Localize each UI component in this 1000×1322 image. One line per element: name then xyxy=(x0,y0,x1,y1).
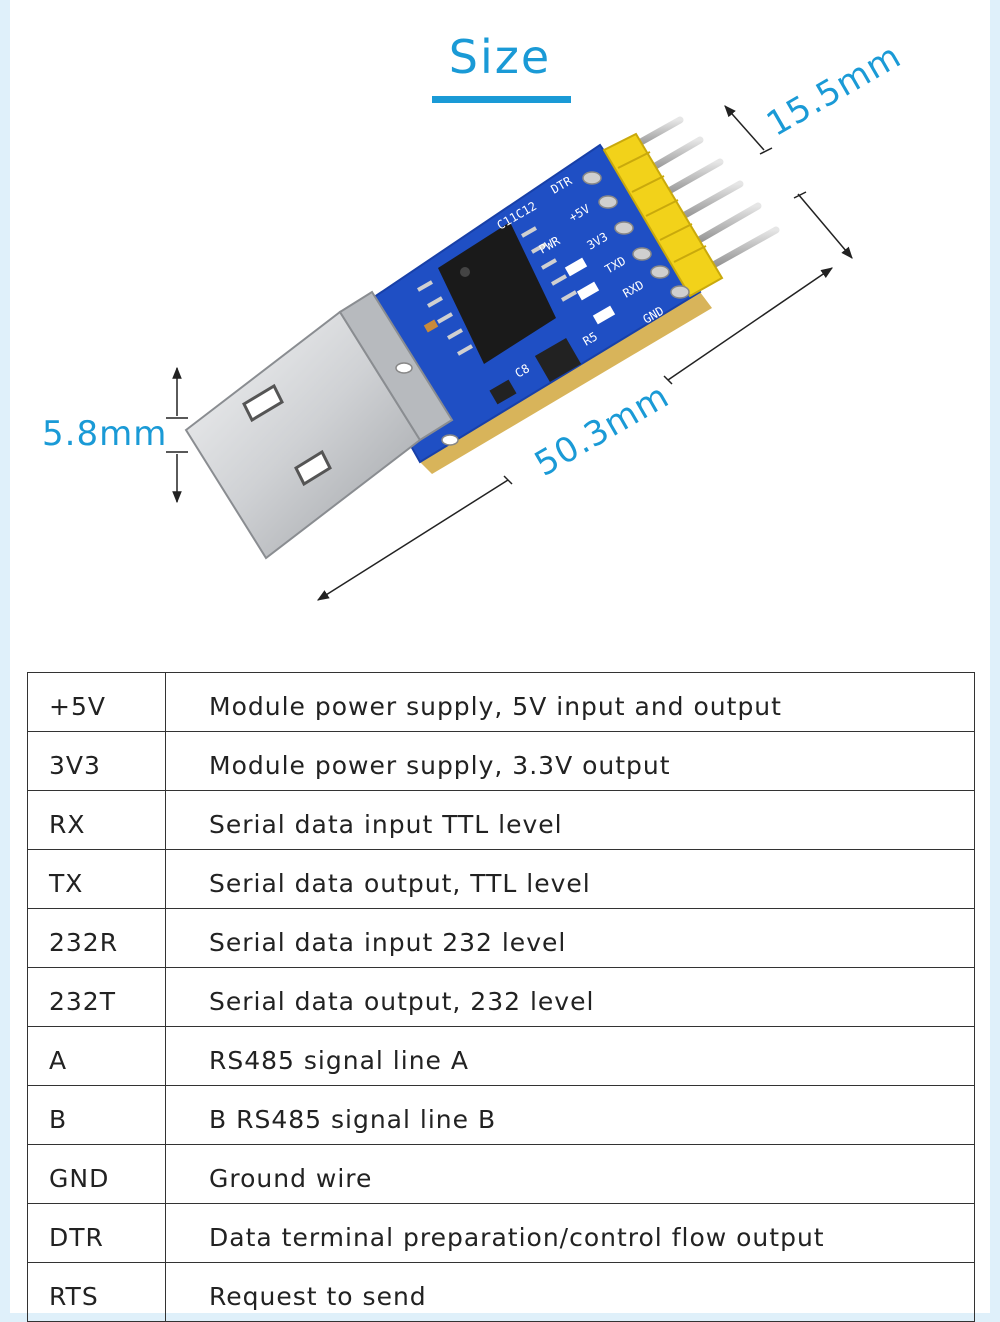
dimension-lines xyxy=(166,105,853,601)
solder-pads xyxy=(582,171,690,299)
pin-description-cell: Module power supply, 5V input and output xyxy=(165,672,975,732)
pin-description-cell: Serial data output, 232 level xyxy=(165,967,975,1027)
pin-description-cell: RS485 signal line A xyxy=(165,1026,975,1086)
pin-name-cell: RX xyxy=(27,790,166,850)
pin-name-cell: 3V3 xyxy=(27,731,166,791)
smd-components xyxy=(423,257,616,405)
pin-name-cell: DTR xyxy=(27,1203,166,1263)
pin-description-cell: Serial data input 232 level xyxy=(165,908,975,968)
pin-description-cell: Data terminal preparation/control flow o… xyxy=(165,1203,975,1263)
page-title: Size xyxy=(448,30,552,84)
ic-chip xyxy=(417,222,577,364)
module-illustration: DTR +5V 3V3 TXD RXD GND PWR C8 R5 C11C12 xyxy=(166,105,853,601)
height-dimension-label: 5.8mm xyxy=(42,414,168,454)
pin-name-cell: 232R xyxy=(27,908,166,968)
silk-label: R5 xyxy=(581,329,601,348)
pin-name-cell: +5V xyxy=(27,672,166,732)
pin-name-cell: A xyxy=(27,1026,166,1086)
pin-name-cell: 232T xyxy=(27,967,166,1027)
pin-name-cell: GND xyxy=(27,1144,166,1204)
pin-description-cell: Ground wire xyxy=(165,1144,975,1204)
pin-description-cell: B RS485 signal line B xyxy=(165,1085,975,1145)
pin-description-cell: Serial data input TTL level xyxy=(165,790,975,850)
pin-name-cell: TX xyxy=(27,849,166,909)
silk-label: C8 xyxy=(513,361,533,380)
pin-description-cell: Serial data output, TTL level xyxy=(165,849,975,909)
usb-connector xyxy=(184,290,459,560)
title-underline xyxy=(432,96,571,103)
pin-name-cell: B xyxy=(27,1085,166,1145)
pin-description-cell: Module power supply, 3.3V output xyxy=(165,731,975,791)
pin-header xyxy=(602,132,724,298)
